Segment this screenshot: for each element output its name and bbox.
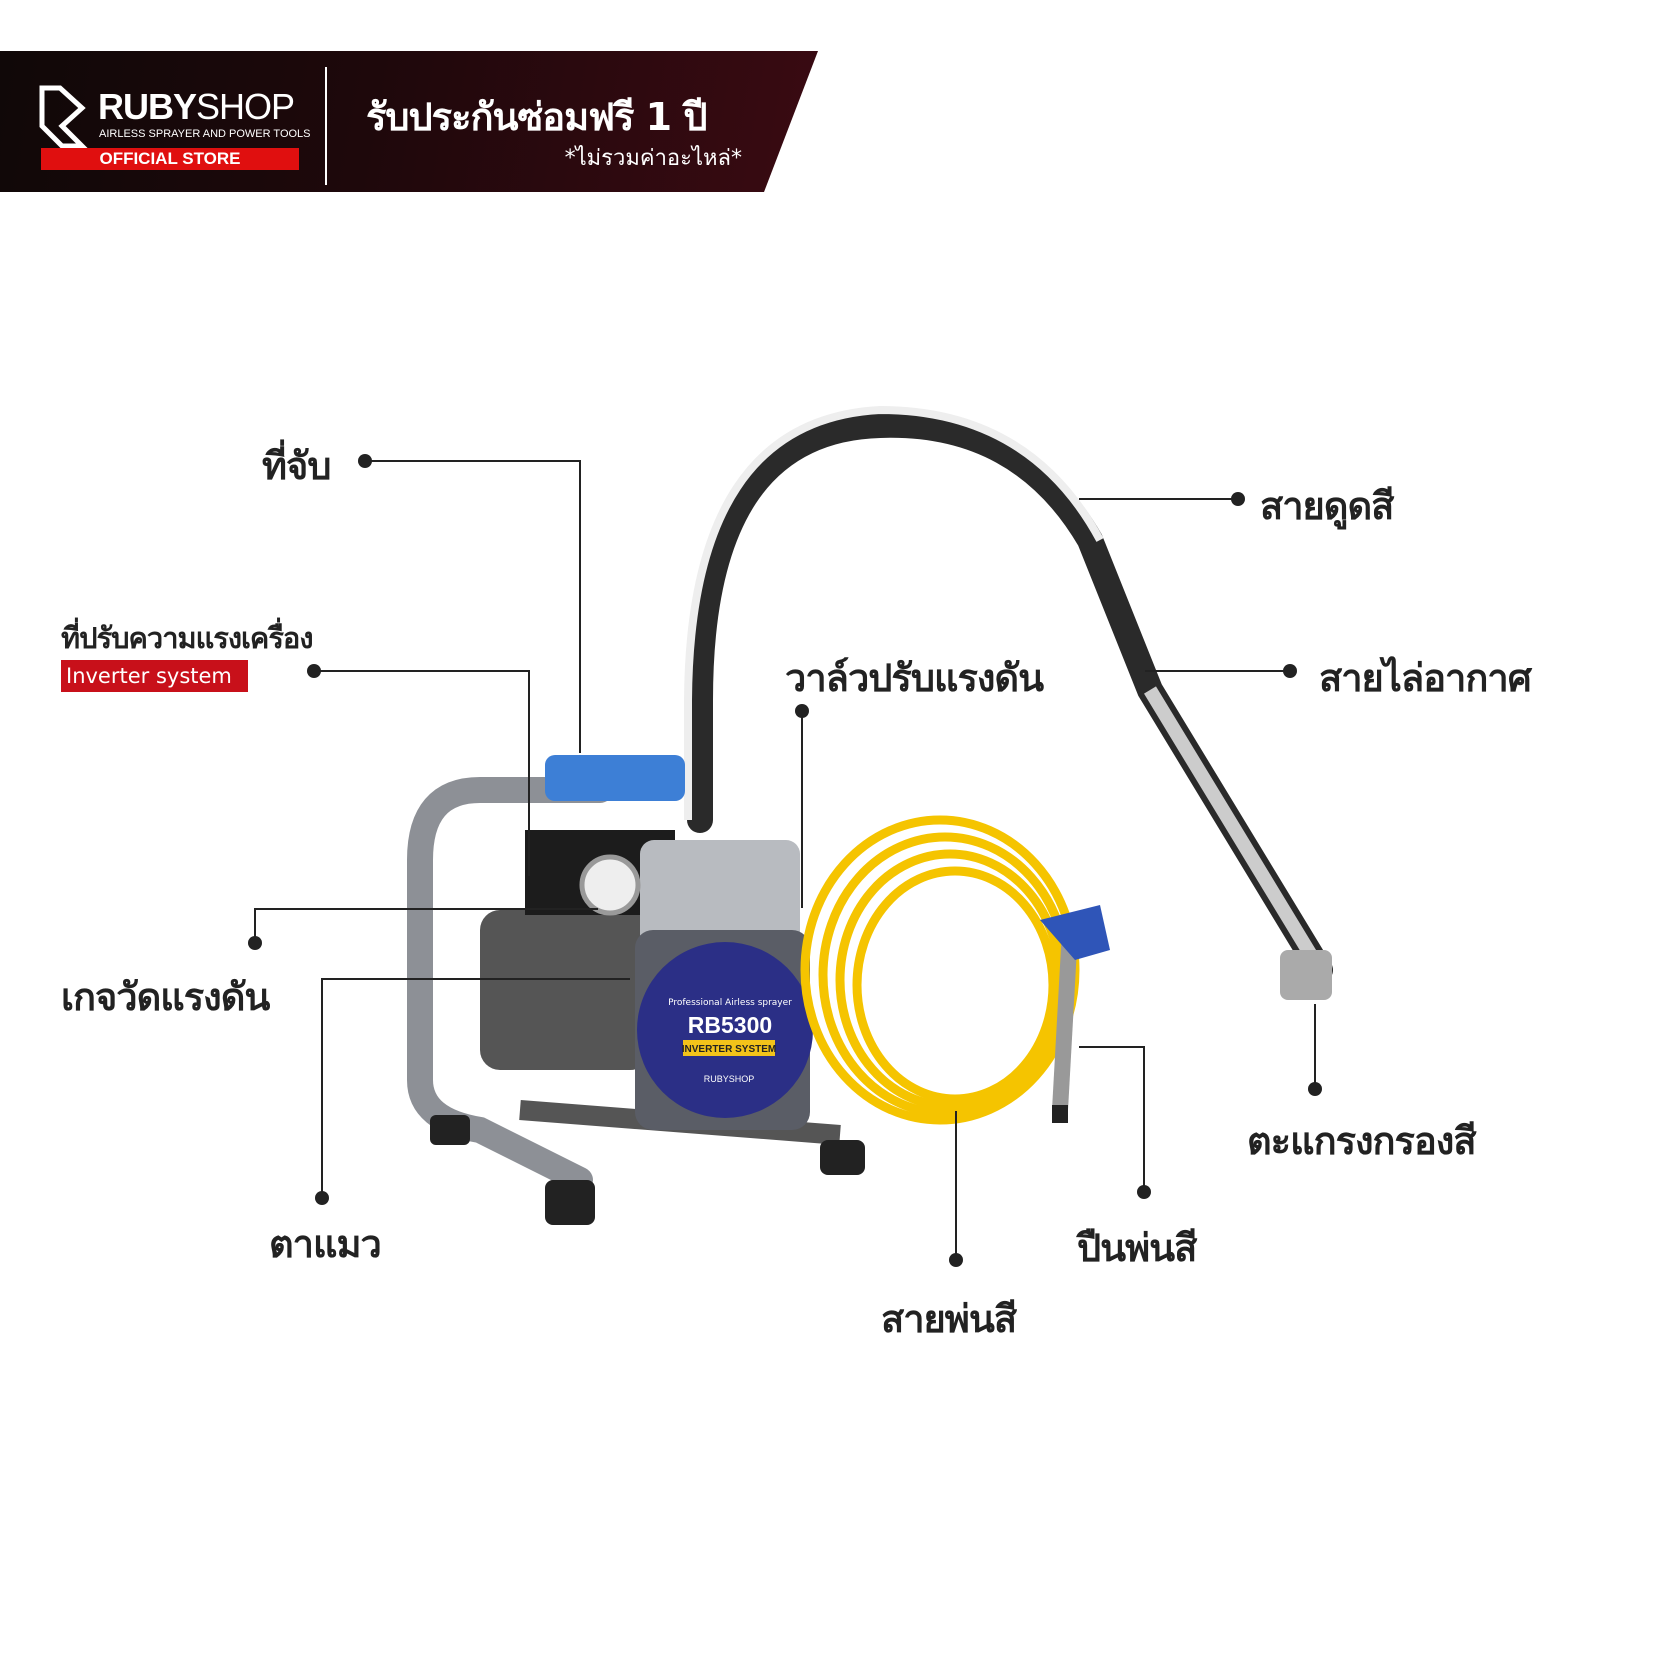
official-store-badge: OFFICIAL STORE	[41, 148, 299, 170]
label-pressure-valve: วาล์วปรับแรงดัน	[785, 656, 1044, 700]
spray-gun	[1052, 929, 1078, 1111]
logo-icon	[39, 85, 89, 149]
header-divider	[325, 67, 327, 185]
label-power-adjust: ที่ปรับความแรงเครื่อง	[61, 621, 313, 655]
label-sight-glass: ตาแมว	[269, 1222, 382, 1266]
handle-grip	[545, 755, 685, 801]
plate-line1: Professional Airless sprayer	[668, 998, 792, 1008]
brand-tagline: AIRLESS SPRAYER AND POWER TOOLS	[99, 128, 311, 140]
label-spray-hose: สายพ่นสี	[881, 1297, 1017, 1341]
label-spray-gun: ปืนพ่นสี	[1077, 1226, 1197, 1270]
label-filter: ตะแกรงกรองสี	[1247, 1119, 1477, 1163]
label-pressure-gauge: เกจวัดแรงดัน	[61, 975, 270, 1019]
filter-screen	[1280, 950, 1332, 1000]
brand-thin: SHOP	[196, 86, 295, 127]
motor	[480, 910, 650, 1070]
inverter-badge: Inverter system	[61, 660, 248, 692]
brand-bold: RUBY	[98, 86, 197, 127]
label-handle: ที่จับ	[262, 444, 331, 488]
plate-badge: INVERTER SYSTEM	[682, 1044, 776, 1055]
brand-name: RUBYSHOP	[98, 86, 295, 128]
plate-model: RB5300	[688, 1012, 772, 1038]
label-suction-hose: สายดูดสี	[1260, 484, 1394, 528]
plate-brand: RUBYSHOP	[704, 1074, 755, 1084]
warranty-note: *ไม่รวมค่าอะไหล่*	[564, 146, 742, 171]
label-bleed-hose: สายไล่อากาศ	[1319, 656, 1532, 700]
warranty-title: รับประกันซ่อมฟรี 1 ปี	[366, 95, 707, 139]
model-plate	[637, 942, 813, 1118]
suction-hose	[687, 411, 1333, 983]
pressure-gauge	[579, 854, 641, 916]
